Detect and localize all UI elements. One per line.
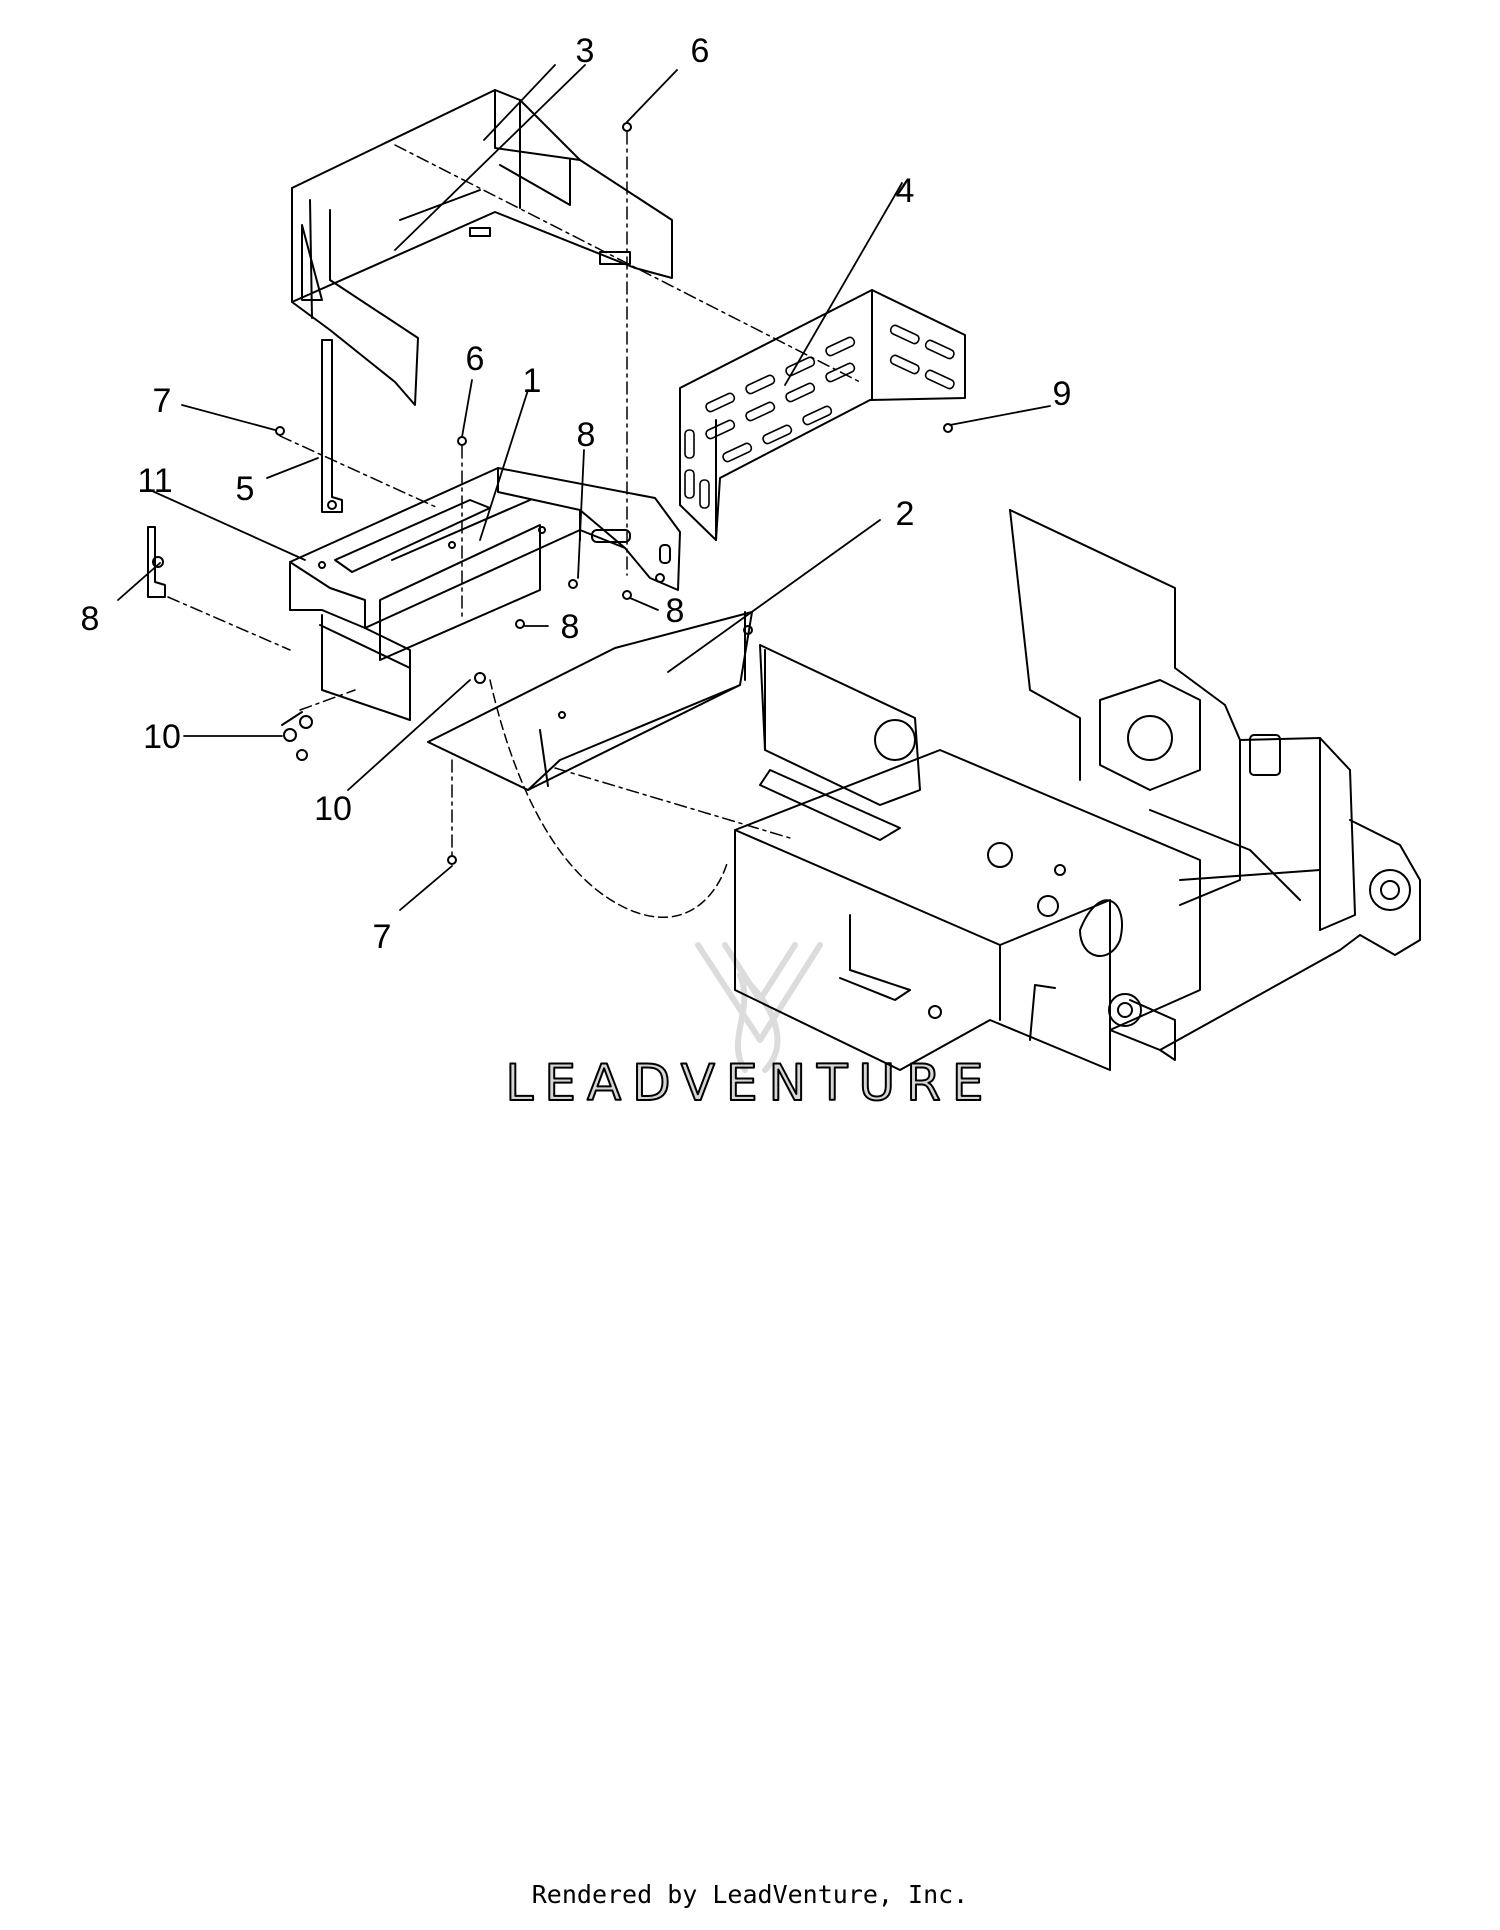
callout-label: 2 [896,495,915,533]
callout-label: 8 [561,608,580,646]
routing-curve [489,679,729,918]
part-3-rear-shroud [291,89,673,406]
callout-label: 1 [523,362,542,400]
callout-label: 7 [153,382,172,420]
part-2-floor-pan [427,611,753,791]
callout-label: 6 [466,340,485,378]
watermark-text: LEADVENTURE [506,1054,995,1112]
callout-label: 10 [314,790,352,828]
callout-label: 5 [236,470,255,508]
footer-credit: Rendered by LeadVenture, Inc. [531,1880,969,1909]
leader-lines [117,64,1051,911]
callout-label: 8 [666,592,685,630]
part-8-left-bracket [147,526,166,598]
main-frame [734,509,1421,1071]
watermark-logo [695,942,823,1073]
callout-label: 11 [137,462,172,500]
callout-label: 6 [691,32,710,70]
callout-numbers: 3 6 4 7 6 1 8 9 11 5 2 8 8 8 10 10 7 [81,32,1072,956]
part-11-bracket [289,467,681,721]
assembly-lines [167,131,861,856]
part-4-slotted-panel [679,289,966,541]
part-10-bolts [281,672,486,761]
part-5-small-bracket [321,339,343,513]
callout-label: 8 [81,600,100,638]
callout-label: 3 [576,32,595,70]
fasteners [275,122,953,865]
callout-label: 8 [577,416,596,454]
callout-label: 4 [896,172,915,210]
callout-label: 10 [143,718,181,756]
callout-label: 7 [373,918,392,956]
callout-label: 9 [1053,375,1072,413]
